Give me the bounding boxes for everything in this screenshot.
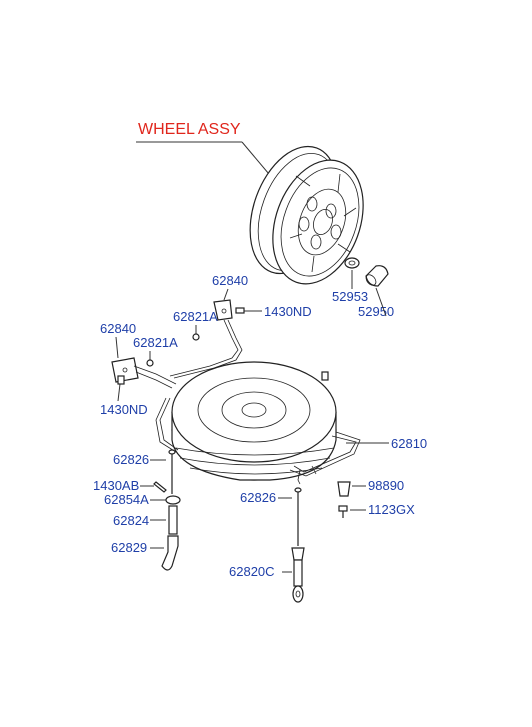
part-62820c-hanger: [291, 547, 305, 603]
label-52950: 52950: [358, 304, 394, 319]
label-62826-left: 62826: [113, 452, 149, 467]
part-52950-cap: [365, 265, 389, 287]
part-62826-left-bolt: [168, 449, 176, 494]
part-52953-washer: [344, 257, 360, 269]
label-62824: 62824: [113, 513, 149, 528]
part-62826-center-bolt: [294, 487, 302, 546]
label-62821a-left: 62821A: [133, 335, 178, 350]
leader-52950: [375, 287, 387, 317]
spare-tire-drawing: [171, 361, 337, 481]
label-62829: 62829: [111, 540, 147, 555]
part-62824-sleeve: [168, 505, 178, 535]
label-62821a-top: 62821A: [173, 309, 218, 324]
upper-bracket-drawing: [169, 299, 245, 379]
wheel-assy-drawing: [249, 145, 364, 285]
label-62840-left: 62840: [100, 321, 136, 336]
part-1123gx-screw: [338, 505, 348, 518]
label-1430ab: 1430AB: [93, 478, 139, 493]
part-62854a-washer: [165, 495, 181, 505]
label-1430nd-left: 1430ND: [100, 402, 148, 417]
part-62829-hook: [161, 535, 179, 571]
carrier-frame-62810: [155, 371, 361, 485]
label-52953: 52953: [332, 289, 368, 304]
label-62820c: 62820C: [229, 564, 275, 579]
left-bracket-drawing: [111, 357, 177, 389]
leader-1430nd-left: [117, 383, 121, 402]
part-98890-plug: [337, 481, 351, 497]
part-1430ab-pin: [153, 481, 167, 493]
label-62810: 62810: [391, 436, 427, 451]
label-62854a: 62854A: [104, 492, 149, 507]
leader-62840-top: [223, 288, 229, 301]
label-98890: 98890: [368, 478, 404, 493]
label-1430nd-top: 1430ND: [264, 304, 312, 319]
label-62840-top: 62840: [212, 273, 248, 288]
title-wheel-assy: WHEEL ASSY: [138, 121, 241, 138]
leader-62840-left: [115, 336, 119, 359]
label-1123gx: 1123GX: [368, 502, 415, 517]
label-62826-mid: 62826: [240, 490, 276, 505]
